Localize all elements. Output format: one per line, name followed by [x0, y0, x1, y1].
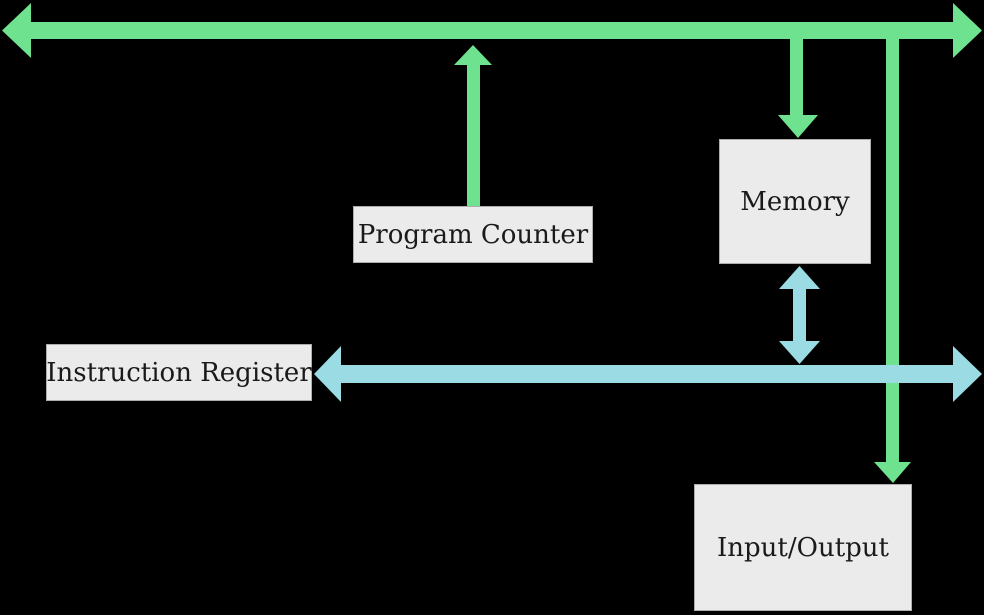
memory-to-data-bus-arrow	[779, 266, 820, 364]
data-bus-arrow	[314, 346, 982, 402]
address-bus-to-io-arrow	[874, 39, 911, 483]
input-output-label: Input/Output	[717, 532, 889, 563]
input-output-box: Input/Output	[694, 484, 912, 611]
pc-to-address-bus-arrow	[454, 45, 492, 206]
program-counter-box: Program Counter	[353, 206, 593, 263]
memory-box: Memory	[719, 139, 871, 264]
address-bus-arrow	[2, 3, 982, 58]
address-bus-to-memory-arrow	[778, 39, 818, 138]
memory-label: Memory	[740, 186, 850, 217]
program-counter-label: Program Counter	[357, 219, 589, 250]
instruction-register-box: Instruction Register	[46, 344, 312, 401]
instruction-register-label: Instruction Register	[46, 357, 312, 388]
